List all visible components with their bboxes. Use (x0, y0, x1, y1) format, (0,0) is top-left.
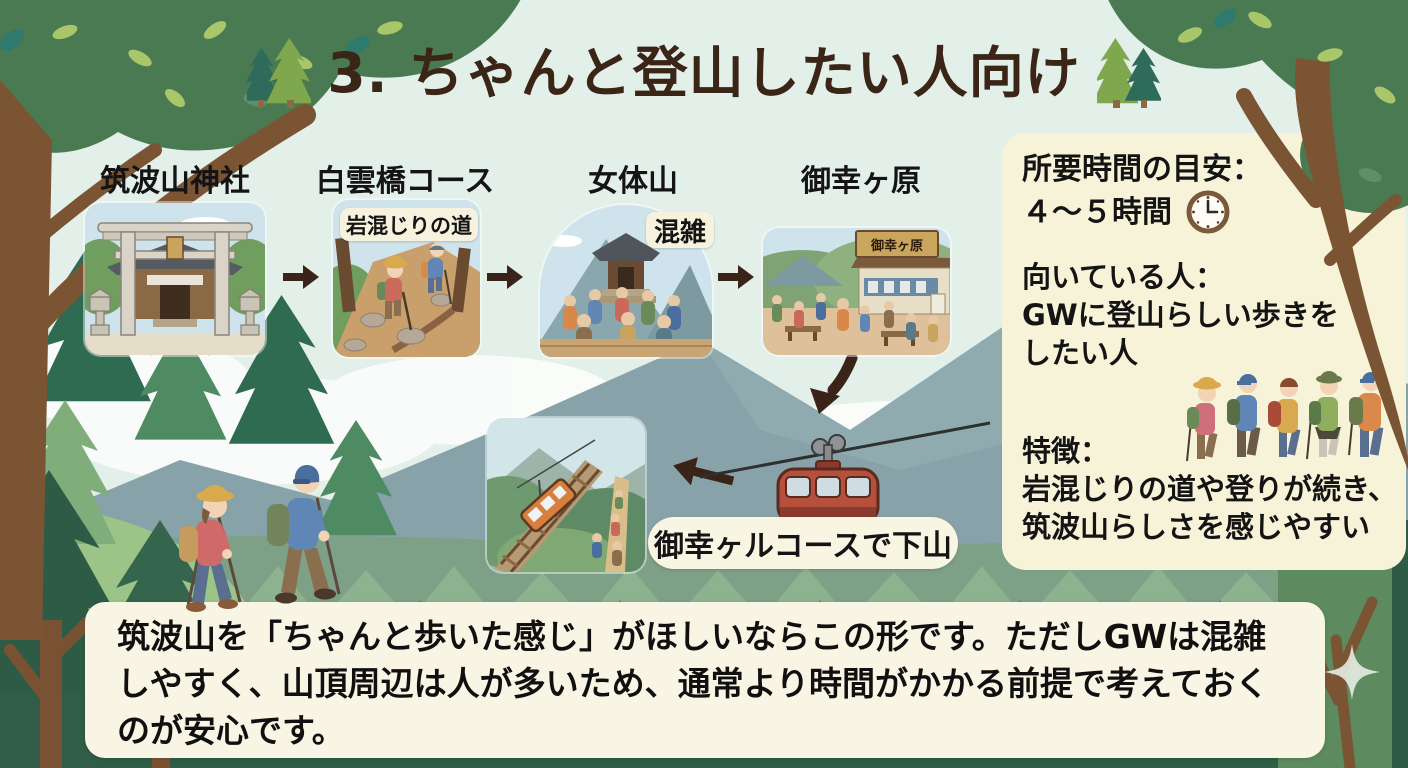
info-panel: 所要時間の目安： ４～５時間 向いている人： GWに登山らしい歩きを したい人 … (1002, 133, 1406, 570)
descent-route-label: 御幸ヶルコースで下山 (648, 517, 958, 569)
duration-title: 所要時間の目安： (1022, 152, 1262, 187)
suited-body: GWに登山らしい歩きを したい人 (1022, 298, 1339, 371)
arrow-right-icon (718, 265, 754, 289)
funicular-illustration (487, 418, 645, 572)
duration-line: ４～５時間 (1022, 190, 1230, 234)
plaza-illustration (763, 228, 950, 355)
bottom-note-text: 筑波山を「ちゃんと歩いた感じ」がほしいならこの形です。ただしGWは混雑 しやすく… (117, 617, 1269, 750)
duration-value: ４～５時間 (1022, 194, 1172, 230)
foreground-hikers-illustration (179, 464, 341, 612)
pine-tree-icon (247, 38, 312, 108)
rocky-path-badge: 岩混じりの道 (340, 208, 478, 241)
plaza-sign: 御幸ヶ原 (855, 230, 939, 258)
pine-tree-icon (1096, 38, 1161, 108)
ropeway-gondola-illustration (700, 421, 990, 525)
title-row: 3. ちゃんと登山したい人向け (0, 38, 1408, 108)
suited-title: 向いている人： (1022, 260, 1225, 294)
features-title: 特徴： (1022, 434, 1110, 468)
features-body: 岩混じりの道や登りが続き、 筑波山らしさを感じやすい (1022, 472, 1397, 545)
page-title: 3. ちゃんと登山したい人向け (327, 40, 1081, 105)
crowded-badge: 混雑 (646, 212, 714, 248)
step-label-shrine: 筑波山神社 (100, 164, 250, 199)
step-label-nyotaisan: 女体山 (588, 164, 678, 199)
arrow-right-icon (487, 265, 523, 289)
arrow-right-icon (283, 265, 319, 289)
bottom-note-box: 筑波山を「ちゃんと歩いた感じ」がほしいならこの形です。ただしGWは混雑 しやすく… (85, 602, 1325, 758)
summit-illustration (540, 205, 712, 357)
sparkle-icon (1324, 644, 1380, 700)
arrow-down-left-icon (810, 352, 858, 414)
step-label-miyukigahara: 御幸ヶ原 (801, 164, 921, 199)
step-label-shirakumobashi: 白雲橋コース (315, 164, 495, 199)
clock-icon (1186, 190, 1230, 234)
hikers-illustration (1186, 371, 1384, 462)
shrine-illustration (85, 203, 265, 355)
